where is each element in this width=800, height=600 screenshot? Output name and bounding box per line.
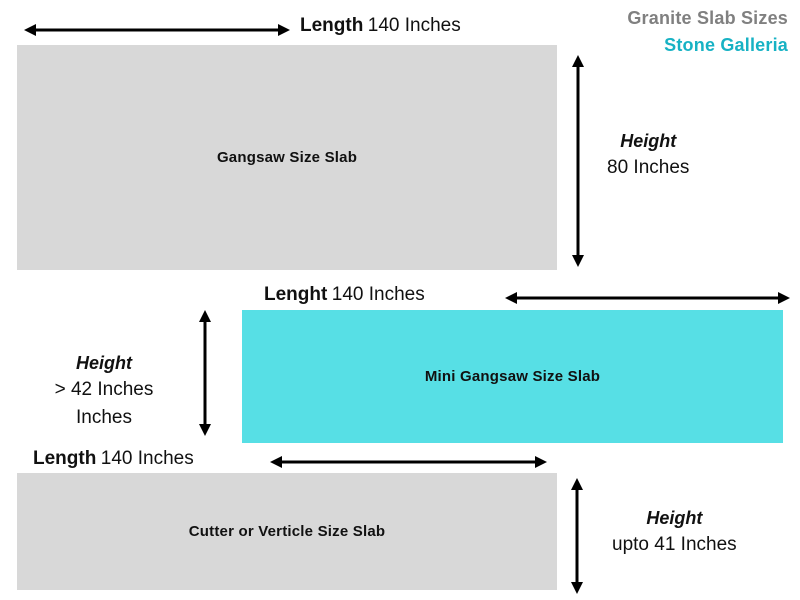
height-value-gangsaw: 80 Inches (607, 157, 690, 179)
height-label-cutter: Height upto 41 Inches (612, 505, 737, 559)
length-value-gangsaw: 140 Inches (367, 15, 461, 36)
slab-cutter: Cutter or Verticle Size Slab (17, 473, 557, 590)
brand-name: Stone Galleria (664, 35, 788, 55)
height-arrow-mini-gangsaw-icon (199, 310, 211, 436)
height-keyword-gangsaw: Height (620, 131, 677, 151)
length-label-gangsaw: Length 140 Inches (300, 15, 461, 37)
slab-gangsaw: Gangsaw Size Slab (17, 45, 557, 270)
height-label-mini-gangsaw: Height > 42 Inches Inches (44, 350, 164, 431)
height-arrow-gangsaw-icon (572, 55, 584, 267)
height-value-extra-mini-gangsaw: Inches (76, 406, 132, 428)
header-block: Granite Slab Sizes Stone Galleria (627, 8, 788, 56)
slab-label-gangsaw: Gangsaw Size Slab (216, 149, 358, 166)
length-arrow-gangsaw-icon (24, 24, 290, 36)
page-title: Granite Slab Sizes (627, 8, 788, 28)
length-label-cutter: Length 140 Inches (33, 448, 194, 470)
length-arrow-cutter-icon (270, 456, 547, 468)
slab-label-mini-gangsaw: Mini Gangsaw Size Slab (424, 368, 601, 385)
height-keyword-cutter: Height (646, 508, 703, 528)
height-value-cutter: upto 41 Inches (612, 534, 737, 556)
length-keyword-mini-gangsaw: Lenght (264, 284, 328, 305)
slab-mini-gangsaw: Mini Gangsaw Size Slab (242, 310, 783, 443)
length-value-cutter: 140 Inches (100, 448, 194, 469)
height-keyword-mini-gangsaw: Height (76, 353, 132, 373)
length-keyword-cutter: Length (33, 448, 97, 469)
length-keyword-gangsaw: Length (300, 15, 364, 36)
height-value-mini-gangsaw: > 42 Inches (54, 379, 154, 401)
slab-label-cutter: Cutter or Verticle Size Slab (188, 523, 386, 540)
height-label-gangsaw: Height 80 Inches (607, 128, 689, 182)
height-arrow-cutter-icon (571, 478, 583, 594)
length-arrow-mini-gangsaw-icon (505, 292, 790, 304)
length-label-mini-gangsaw: Lenght 140 Inches (264, 284, 425, 306)
length-value-mini-gangsaw: 140 Inches (331, 284, 425, 305)
